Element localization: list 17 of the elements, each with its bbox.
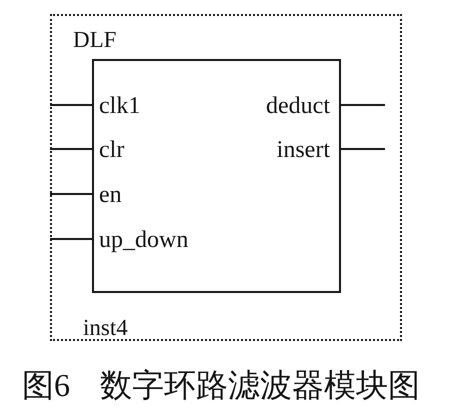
pin-line (341, 148, 385, 150)
dotted-frame (50, 14, 402, 341)
pin-label: deduct (266, 94, 330, 118)
pin-line (341, 104, 385, 106)
pin-label: insert (276, 138, 330, 162)
pin-label: up_down (99, 228, 188, 252)
figure-caption: 图6 数字环路滤波器模块图 (22, 369, 420, 401)
block-box (92, 59, 341, 293)
pin-line (50, 193, 92, 195)
pin-label: clr (99, 138, 124, 162)
pin-line (50, 238, 92, 240)
instance-name: inst4 (83, 316, 128, 338)
pin-label: clk1 (99, 94, 140, 118)
block-name: DLF (73, 28, 116, 50)
pin-label: en (99, 183, 122, 207)
pin-line (50, 104, 92, 106)
pin-line (50, 148, 92, 150)
